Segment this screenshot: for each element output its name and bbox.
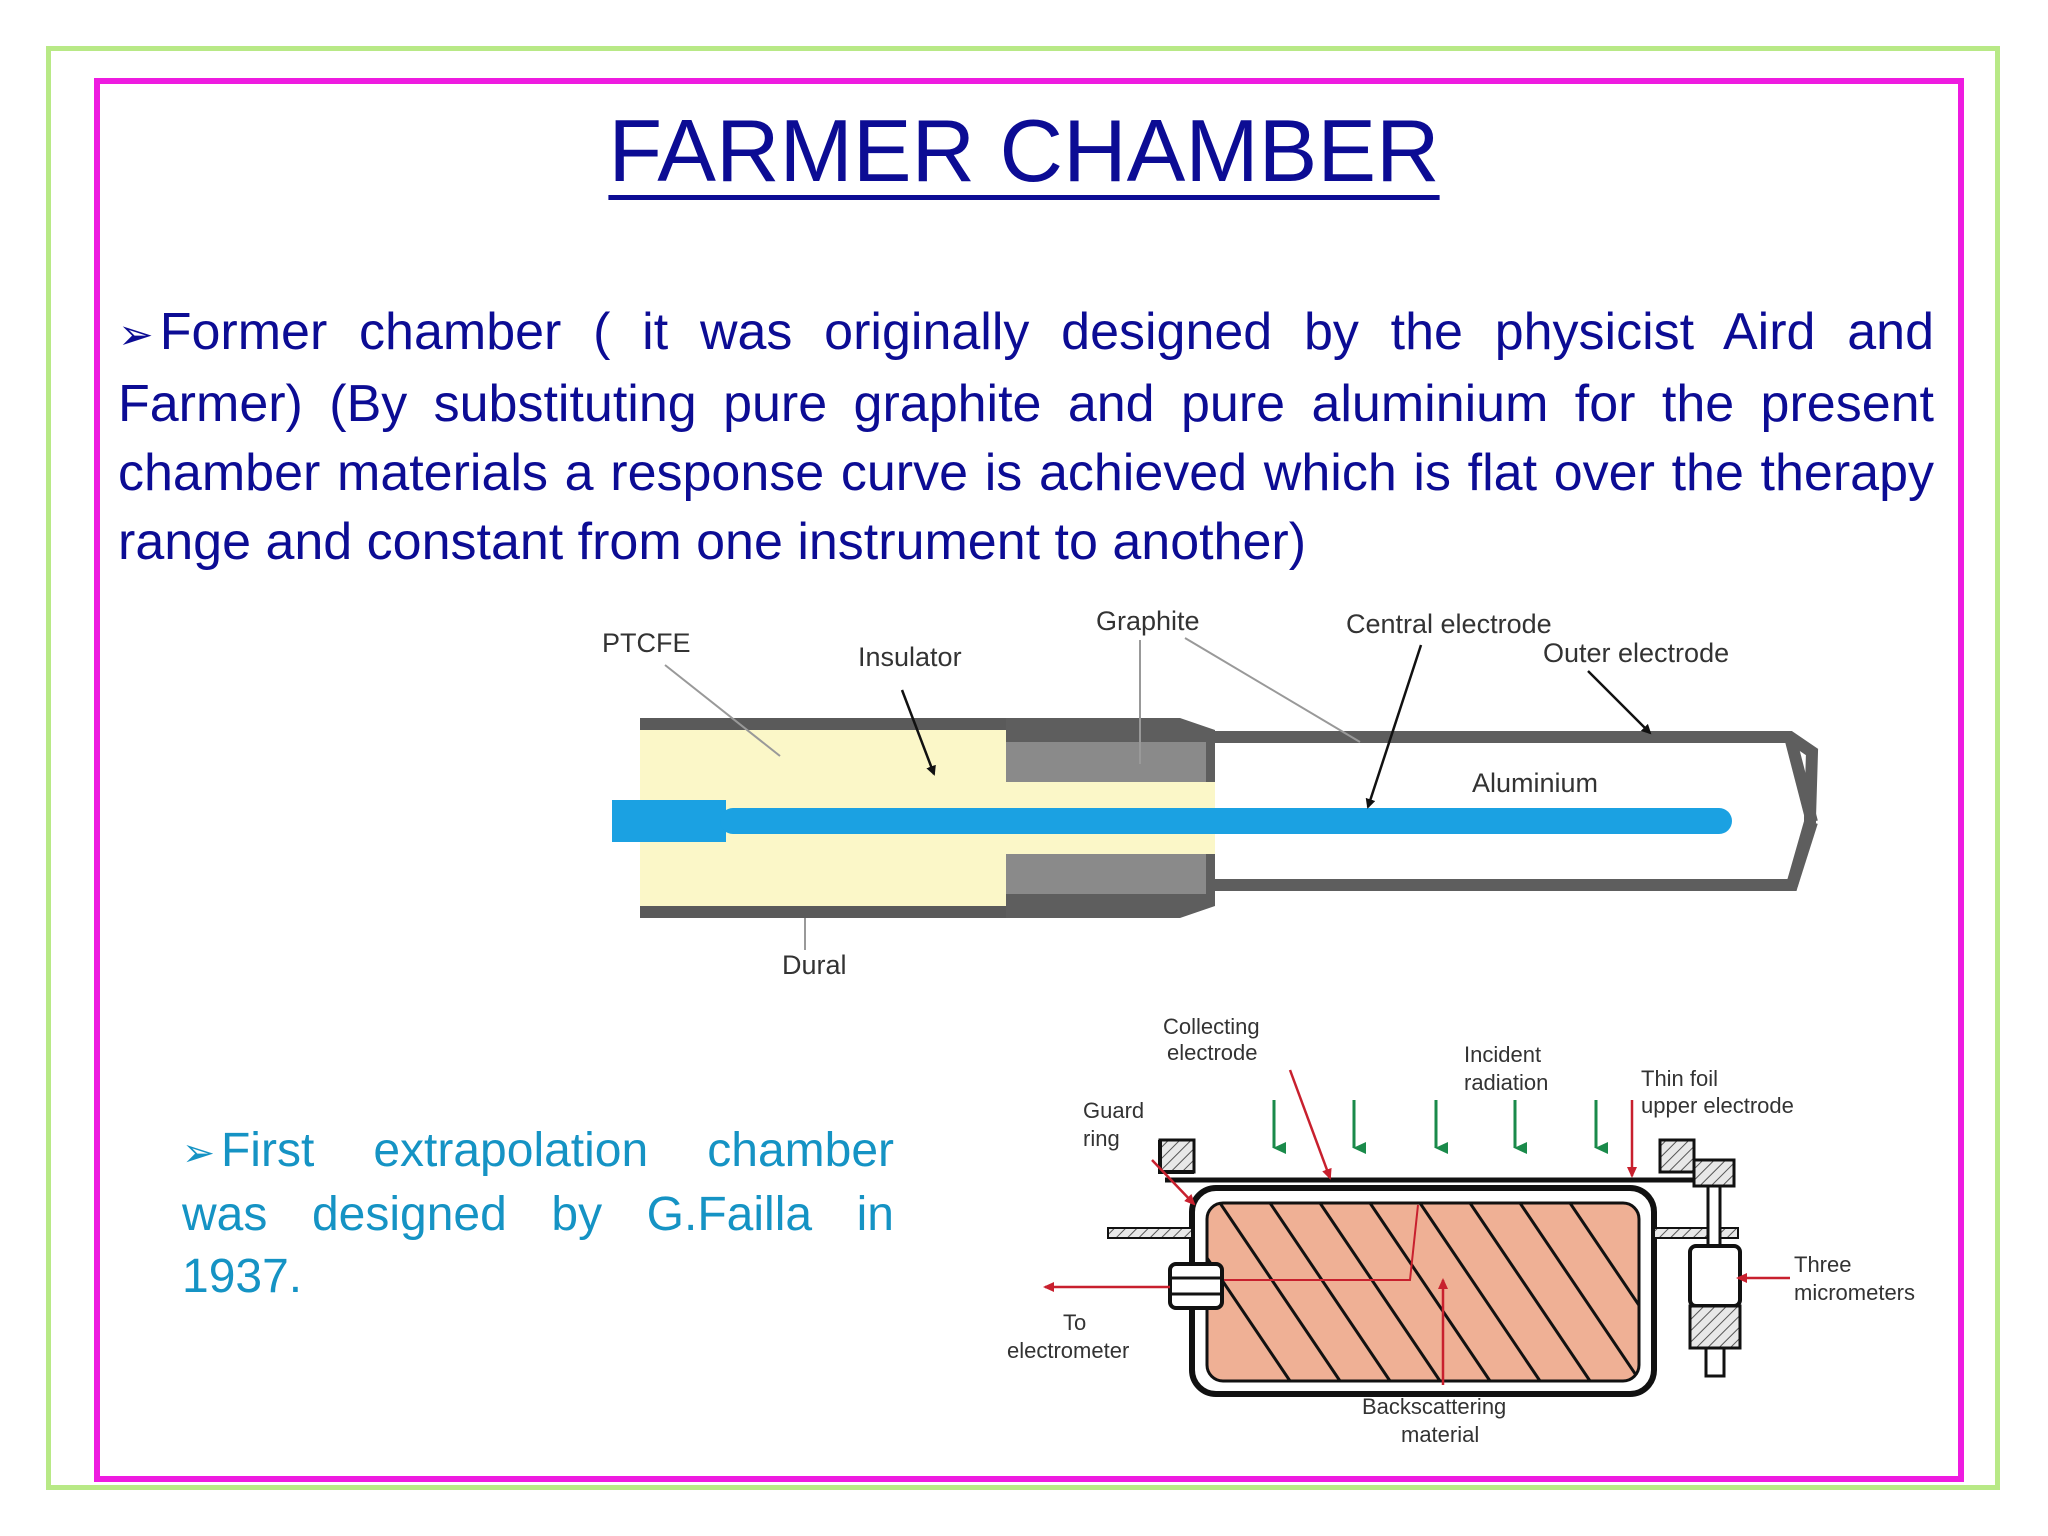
arrow-guard-ring [1151,1159,1196,1206]
micrometer-knurl [1688,1304,1742,1350]
label-to-1: To [1063,1310,1086,1335]
arrow-central-electrode [1365,644,1423,809]
label-thinfoil-2: upper electrode [1641,1093,1794,1118]
label-collecting-1: Collecting [1163,1014,1260,1039]
arrow-outer-electrode [1587,670,1652,735]
micrometer-head [1688,1244,1742,1308]
arrow-collecting-electrode [1288,1069,1332,1180]
support-block-right [1658,1138,1696,1174]
label-aluminium: Aluminium [1472,768,1598,798]
label-insulator: Insulator [858,642,962,672]
slide-title: FARMER CHAMBER [608,101,1440,200]
label-incident-2: radiation [1464,1070,1548,1095]
bullet-arrow-icon: ➢ [182,1131,215,1175]
central-electrode-stem [612,800,726,842]
backscatter-hatching [1207,1203,1639,1381]
guard-ring-right [1653,1227,1739,1239]
electrometer-connector [1168,1262,1224,1310]
farmer-chamber-diagram: PTCFE Insulator Graphite Central electro… [602,606,1819,980]
outer-frame [46,46,2000,1490]
central-electrode-rod [720,808,1732,834]
aluminium-tip-point [1784,735,1818,824]
label-graphite: Graphite [1096,606,1200,636]
aluminium-tip-point-lower [1786,820,1818,887]
guard-ring-left [1107,1227,1193,1239]
support-bracket-left [1158,1140,1194,1174]
paragraph-failla-text: First extrapolation chamber was designed… [182,1124,894,1303]
leader-graphite-2 [1184,637,1361,743]
label-outer-electrode: Outer electrode [1543,638,1729,668]
label-thinfoil-1: Thin foil [1641,1066,1718,1091]
label-back-1: Backscattering [1362,1394,1506,1419]
extrapolation-chamber-diagram: Collecting electrode Incident radiation … [1007,1014,1915,1447]
label-to-2: electrometer [1007,1338,1129,1363]
support-block-left [1158,1138,1196,1174]
bullet-arrow-icon: ➢ [118,311,154,359]
label-guard-2: ring [1083,1126,1120,1151]
label-collecting-2: electrode [1167,1040,1258,1065]
arrow-insulator [900,689,936,776]
micrometer-base [1704,1346,1726,1378]
label-guard-1: Guard [1083,1098,1144,1123]
label-back-2: material [1401,1422,1479,1447]
micrometer-shaft [1706,1184,1722,1248]
label-dural: Dural [782,950,847,980]
paragraph-failla: ➢First extrapolation chamber was designe… [182,1120,894,1308]
label-central-electrode: Central electrode [1346,609,1552,639]
label-three-2: micrometers [1794,1280,1915,1305]
leader-ptcfe [664,664,781,757]
inner-frame [94,78,1964,1482]
label-three-1: Three [1794,1252,1851,1277]
collecting-electrode-outline [1207,1204,1419,1281]
support-arm-right [1692,1158,1736,1188]
paragraph-farmer: ➢Former chamber ( it was originally desi… [118,298,1934,577]
label-incident-1: Incident [1464,1042,1541,1067]
label-ptcfe: PTCFE [602,628,691,658]
paragraph-farmer-text: Former chamber ( it was originally desig… [118,303,1934,571]
